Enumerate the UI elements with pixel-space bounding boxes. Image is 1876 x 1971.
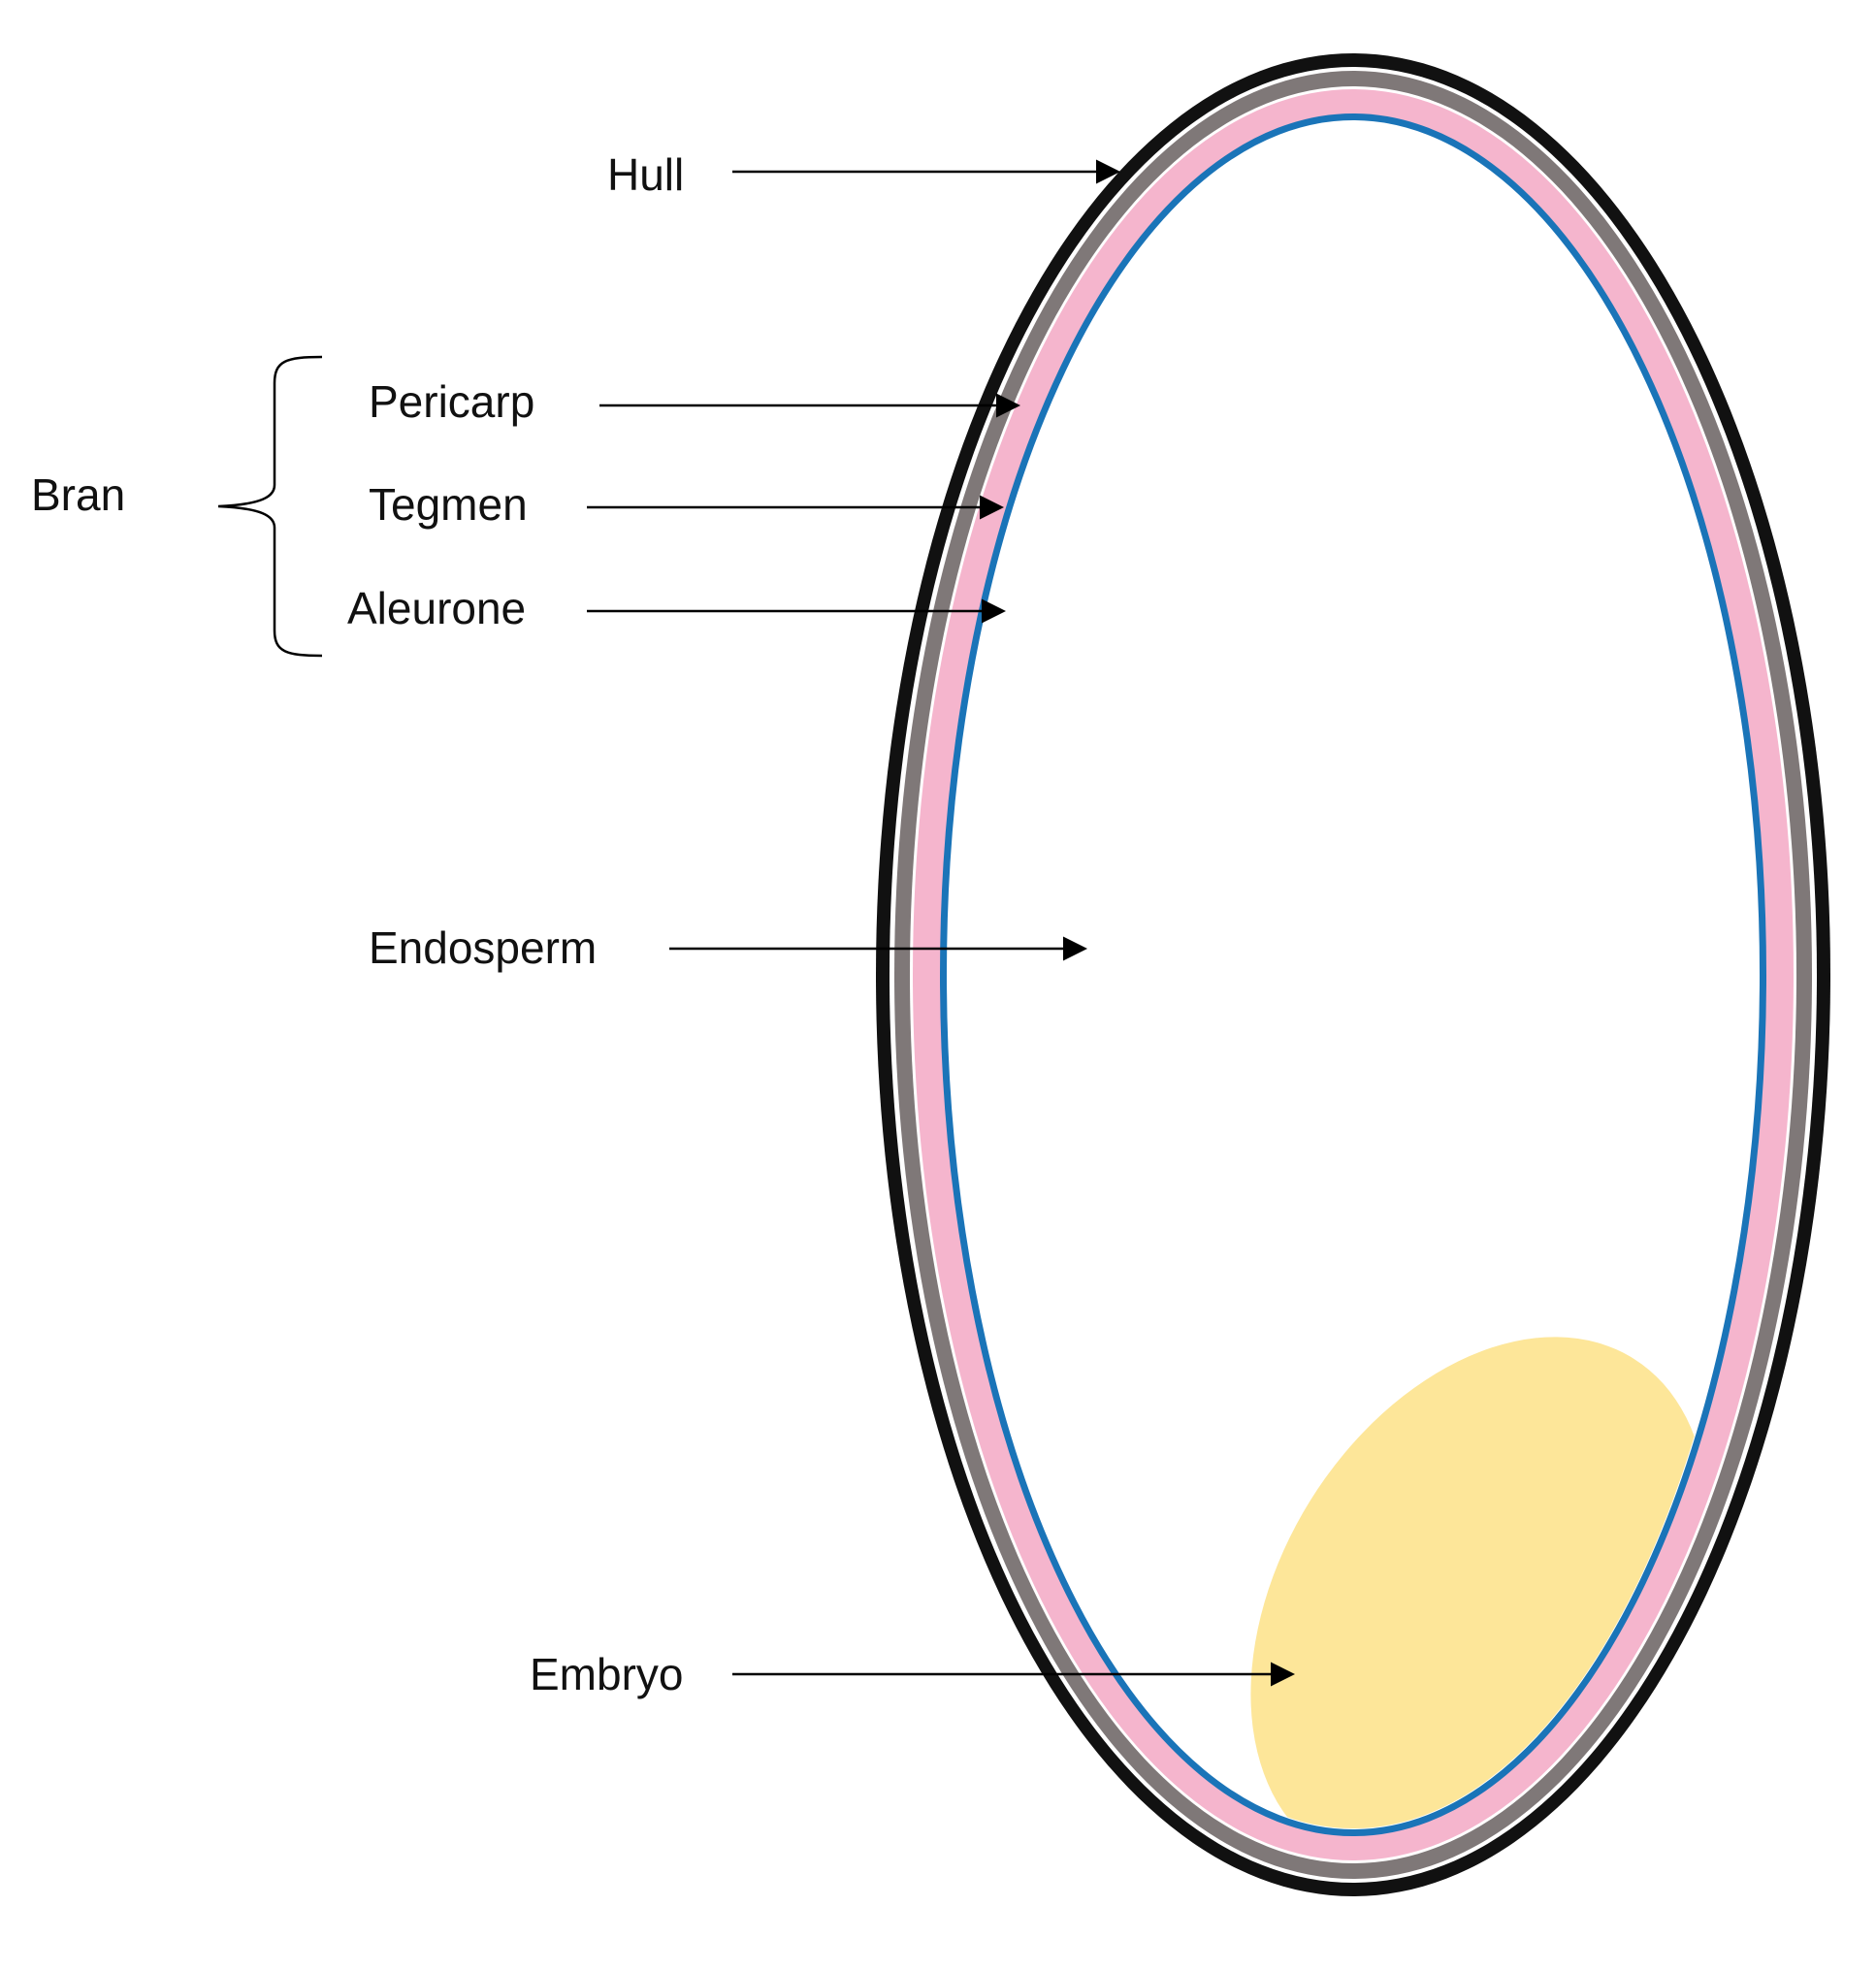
embryo-label: Embryo: [530, 1649, 683, 1699]
aleurone-label: Aleurone: [347, 583, 526, 633]
hull-label: Hull: [607, 149, 684, 200]
endosperm-label: Endosperm: [369, 922, 597, 973]
pericarp-label: Pericarp: [369, 376, 534, 427]
bran-bracket: [217, 355, 323, 658]
tegmen-label: Tegmen: [369, 479, 528, 530]
bran-label: Bran: [31, 469, 125, 520]
aleurone-layer-top: [943, 116, 1763, 1833]
aleurone-layer: [940, 113, 1766, 1836]
